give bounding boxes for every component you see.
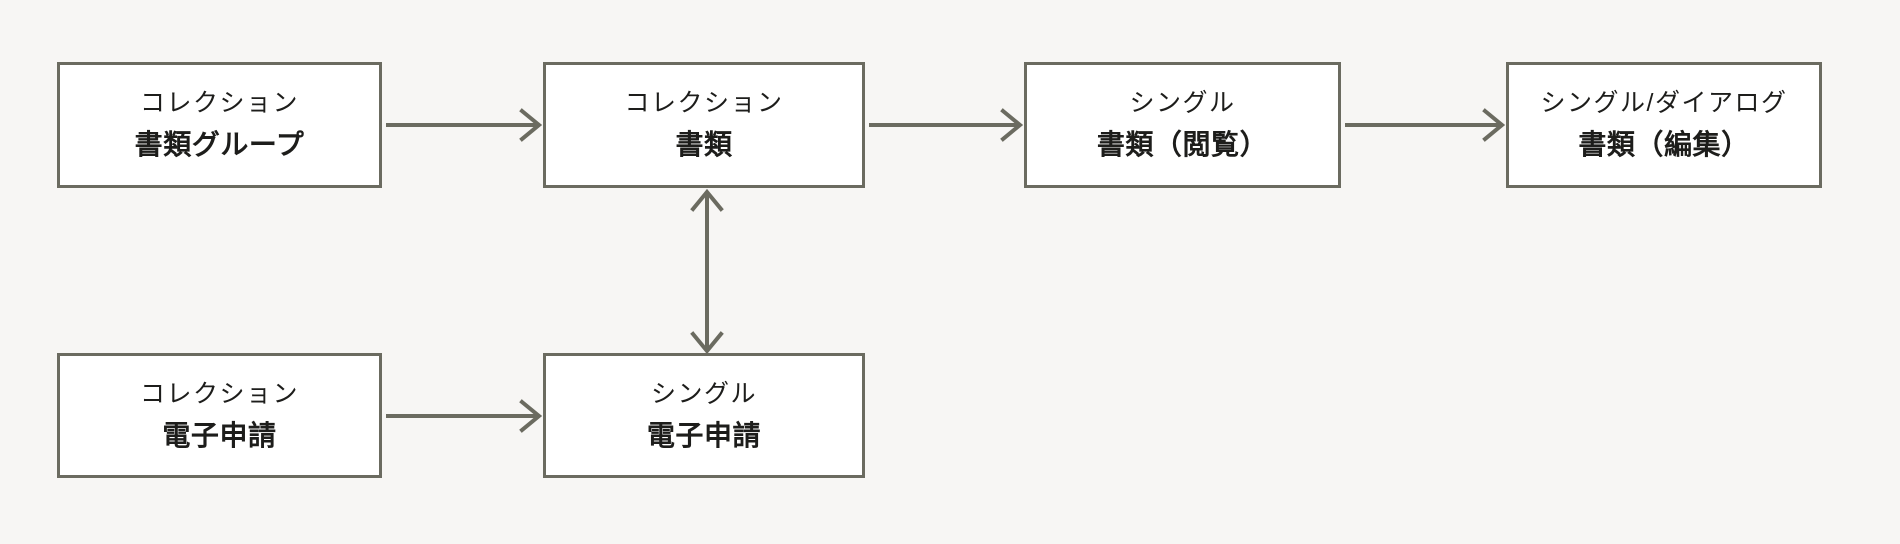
node-title-label: 電子申請	[162, 419, 277, 451]
node-eapp-single[interactable]: シングル 電子申請	[543, 353, 865, 478]
edge-doc-to-view	[869, 105, 1025, 145]
node-eapp-collection[interactable]: コレクション 電子申請	[57, 353, 382, 478]
node-type-label: シングル	[650, 379, 757, 408]
node-type-label: シングル	[1129, 89, 1236, 117]
edge-eappcollection-to-eappsingle	[386, 396, 544, 436]
node-title-label: 書類（閲覧）	[1096, 129, 1269, 160]
edge-doc-to-eappsingle	[687, 188, 727, 355]
edge-docgroup-to-doc	[386, 105, 544, 145]
node-type-label: コレクション	[139, 379, 299, 408]
node-type-label: シングル/ダイアログ	[1540, 89, 1788, 117]
edge-view-to-edit	[1345, 105, 1507, 145]
node-title-label: 電子申請	[646, 419, 762, 451]
node-title-label: 書類グループ	[134, 129, 305, 160]
node-title-label: 書類	[675, 129, 733, 160]
node-doc-collection[interactable]: コレクション 書類	[543, 62, 865, 188]
node-doc-single-edit[interactable]: シングル/ダイアログ 書類（編集）	[1506, 62, 1822, 188]
node-doc-single-view[interactable]: シングル 書類（閲覧）	[1024, 62, 1341, 188]
node-doc-group-collection[interactable]: コレクション 書類グループ	[57, 62, 382, 188]
node-type-label: コレクション	[624, 89, 784, 117]
node-type-label: コレクション	[139, 89, 299, 117]
node-title-label: 書類（編集）	[1578, 129, 1750, 160]
